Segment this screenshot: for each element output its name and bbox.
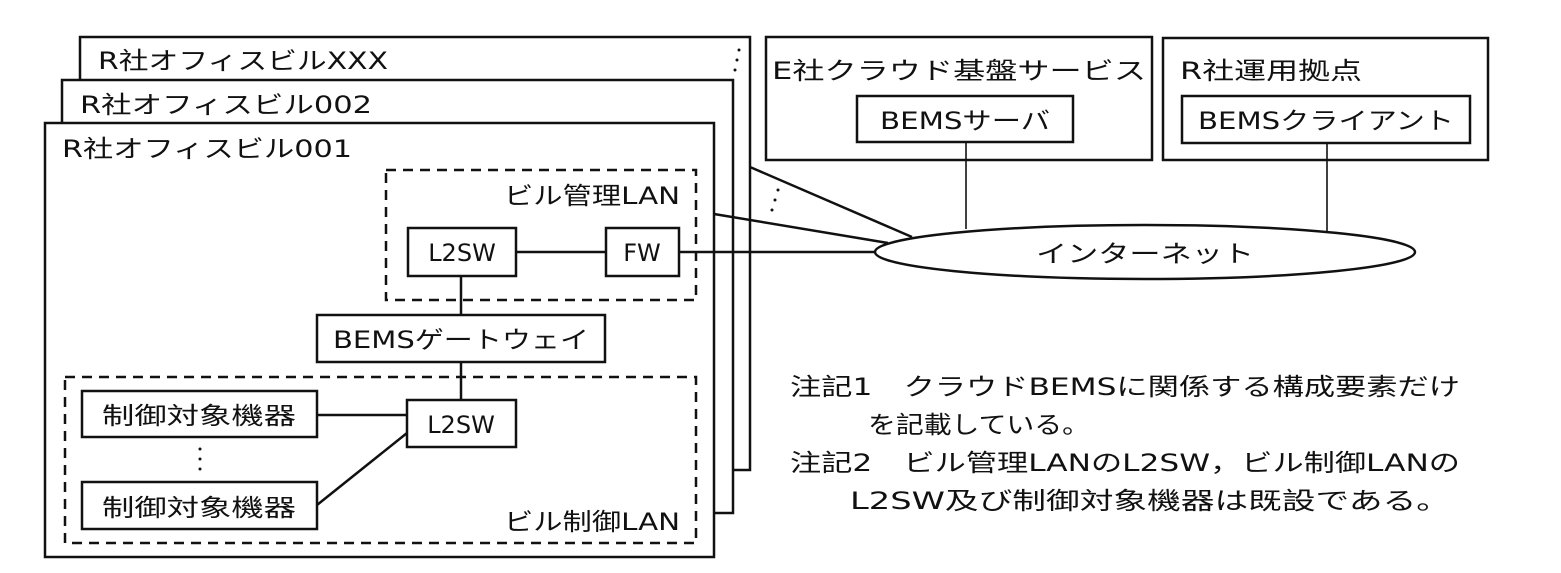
device-node — [80, 389, 319, 439]
device-label: 制御対象機器 — [102, 402, 296, 430]
bems-client-label: BEMSクライアント — [1198, 107, 1454, 135]
note-1-line-2: を記載している。 — [868, 411, 1090, 439]
control-l2sw-node — [405, 398, 518, 449]
mgmt-l2sw-node — [406, 226, 518, 278]
building-management-lan-label: ビル管理LAN — [504, 182, 680, 210]
notes: 注記1 クラウドBEMSに関係する構成要素だけ を記載している。 注記2 ビル管… — [790, 373, 1460, 515]
building-001-label: R社オフィスビル001 — [62, 135, 352, 163]
ops-site-label: R社運用拠点 — [1180, 57, 1362, 85]
control-l2sw-label: L2SW — [427, 411, 495, 439]
ops-site: R社運用拠点 BEMSクライアント — [1161, 36, 1490, 162]
note-2-line-2: L2SW及び制御対象機器は既設である。 — [850, 487, 1450, 515]
bems-gateway-node — [315, 313, 607, 364]
building-xxx-label: R社オフィスビルXXX — [98, 47, 388, 75]
mgmt-l2sw-label: L2SW — [428, 239, 496, 267]
internet-label: インターネット — [1036, 240, 1254, 268]
device-label: 制御対象機器 — [102, 494, 296, 522]
note-1-line-1: 注記1 クラウドBEMSに関係する構成要素だけ — [790, 373, 1460, 401]
device-node — [80, 480, 319, 531]
internet-cloud — [873, 223, 1417, 281]
bems-gateway-label: BEMSゲートウェイ — [333, 326, 589, 354]
building-control-lan: ビル制御LAN L2SW 制御対象機器 制御対象機器 — [63, 375, 698, 545]
bems-client-node — [1180, 94, 1472, 145]
cloud-service-label: E社クラウド基盤サービス — [772, 57, 1146, 85]
note-2-line-1: 注記2 ビル管理LANのL2SW，ビル制御LANの — [790, 449, 1460, 477]
cloud-service: E社クラウド基盤サービス BEMSサーバ — [764, 35, 1154, 162]
building-management-lan: ビル管理LAN L2SW FW — [384, 168, 698, 302]
bems-server-label: BEMSサーバ — [880, 107, 1050, 135]
bems-server-node — [855, 94, 1075, 144]
fw-label: FW — [623, 239, 661, 267]
building-002-label: R社オフィスビル002 — [80, 91, 372, 119]
building-control-lan-label: ビル制御LAN — [504, 508, 680, 536]
